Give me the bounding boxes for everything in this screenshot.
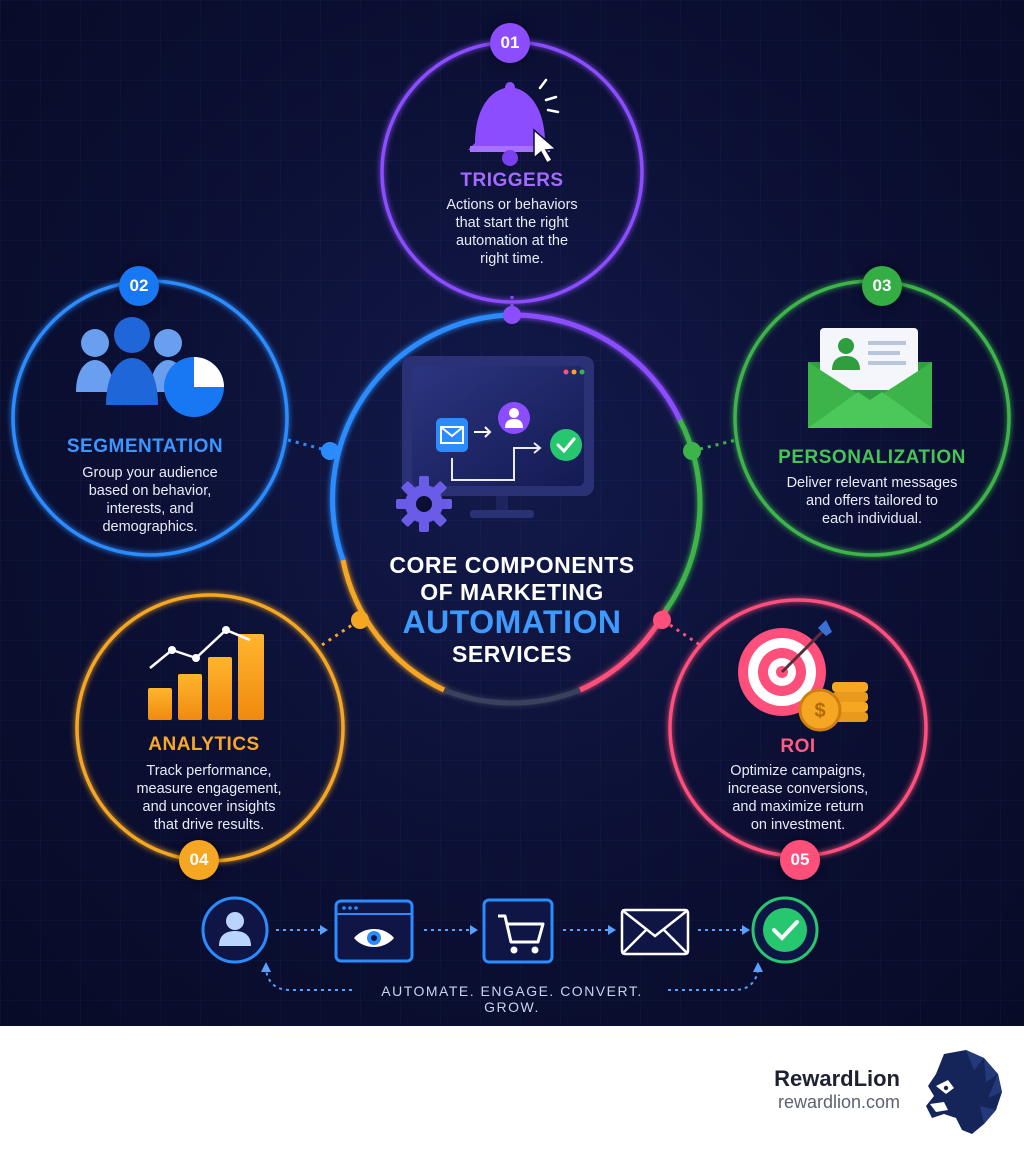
text-line: automation at the [455,233,569,249]
title-segmentation: SEGMENTATION [66,436,224,457]
node-personalization [683,442,701,460]
gear-icon [396,476,452,532]
text-line: based on behavior, [88,483,212,499]
text-line: Optimize campaigns, [730,763,866,779]
bell-cursor-icon [468,78,560,166]
text-line: that start the right [455,215,569,231]
node-segmentation [321,442,339,460]
text-line: that drive results. [153,817,265,833]
flow-envelope-icon [620,908,690,956]
text-line: measure engagement, [136,781,282,797]
flow-user-icon [201,896,269,964]
flow-row [201,896,819,991]
flow-arrows [265,929,759,991]
text-line: increase conversions, [727,781,869,797]
text-line: and uncover insights [142,799,276,815]
brand-name: RewardLion [774,1066,900,1091]
text-line: on investment. [750,817,846,833]
title-triggers: TRIGGERS [460,170,564,191]
title-analytics: ANALYTICS [148,734,260,755]
badge-personalization: 03 [862,266,902,306]
text-line: Track performance, [146,763,272,779]
brand-url: rewardlion.com [777,1092,900,1112]
title-roi: ROI [780,736,816,757]
bar-chart-icon [148,626,264,720]
text-analytics: Track performance, measure engagement, a… [104,762,314,834]
node-triggers [503,306,521,324]
ring-segment-analytics [340,559,446,693]
center-title-line-4: SERVICES [452,641,572,667]
lion-head-icon [926,1050,1002,1134]
center-title-line-1: CORE COMPONENTS [389,552,635,578]
envelope-profile-icon [808,328,932,428]
text-line: interests, and [106,501,194,517]
badge-analytics: 04 [179,840,219,880]
target-coins-icon: $ [738,620,868,732]
flow-cart-icon [482,898,554,964]
monitor-workflow-icon [402,356,594,518]
badge-segmentation: 02 [119,266,159,306]
center-title-highlight: AUTOMATION [402,604,622,640]
text-line: each individual. [822,511,922,527]
connectors [287,296,737,647]
infographic: $ [0,0,1024,1026]
flow-arrowheads [261,925,763,972]
footer: RewardLion rewardlion.com [0,1026,1024,1154]
badge-triggers: 01 [490,23,530,63]
flow-check-icon [751,896,819,964]
text-line: Actions or behaviors [446,197,578,213]
node-analytics [351,611,369,629]
text-line: right time. [480,251,544,267]
text-line: Deliver relevant messages [786,475,958,491]
ring-segment-triggers [511,312,683,422]
flow-browser-eye-icon [334,899,414,963]
title-personalization: PERSONALIZATION [778,447,966,468]
text-personalization: Deliver relevant messages and offers tai… [766,474,978,528]
ring-segment-base [443,687,581,706]
text-roi: Optimize campaigns, increase conversions… [700,762,896,834]
text-line: and offers tailored to [806,493,938,509]
text-triggers: Actions or behaviors that start the righ… [412,196,612,268]
text-segmentation: Group your audience based on behavior, i… [50,464,250,536]
ring-segment-segmentation [330,312,513,561]
center-ring-nodes [321,306,701,629]
audience-pie-icon [76,317,224,417]
node-roi [653,611,671,629]
badge-roi: 05 [780,840,820,880]
text-line: demographics. [102,519,198,535]
center-title-line-2: OF MARKETING [420,579,604,605]
text-line: and maximize return [732,799,864,815]
flow-tagline: AUTOMATE. ENGAGE. CONVERT. GROW. [381,983,643,1015]
svg-text:$: $ [814,700,825,722]
text-line: Group your audience [82,465,218,481]
